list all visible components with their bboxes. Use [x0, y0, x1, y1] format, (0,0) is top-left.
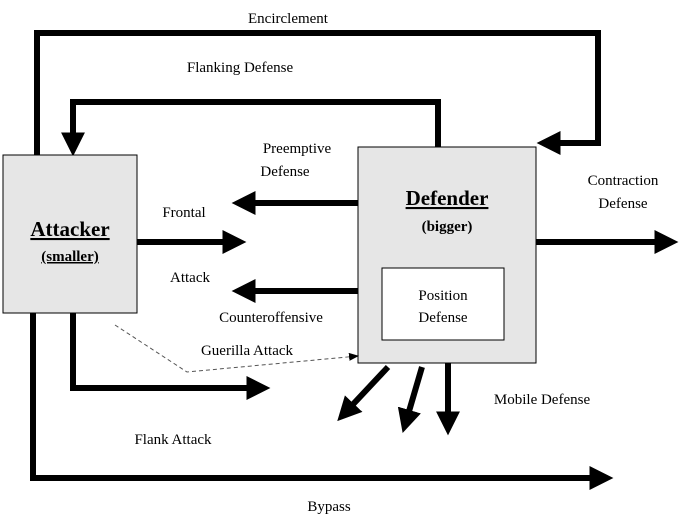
defender-subtitle: (bigger): [422, 219, 473, 235]
position-defense-line2: Defense: [418, 310, 467, 326]
flank-attack-arrow: [70, 313, 271, 400]
label-attack: Attack: [170, 270, 210, 286]
attacker-box: [2, 154, 138, 314]
label-preemptive-line2: Defense: [260, 164, 309, 180]
label-contraction-line1: Contraction: [588, 173, 659, 189]
bypass-arrow: [30, 313, 614, 490]
flanking-defense-arrow: [61, 99, 441, 157]
label-preemptive-line1: Preemptive: [263, 141, 332, 157]
label-contraction-line2: Defense: [598, 196, 647, 212]
attacker-subtitle: (smaller): [41, 249, 98, 265]
attacker-title: Attacker: [30, 217, 109, 241]
label-counteroffensive: Counteroffensive: [219, 310, 323, 326]
encirclement-arrow: [34, 30, 601, 155]
guerilla-attack-arrow: [114, 324, 359, 373]
label-flanking-defense: Flanking Defense: [187, 60, 294, 76]
label-frontal: Frontal: [162, 205, 205, 221]
position-defense-box: [381, 267, 505, 341]
defender-title: Defender: [406, 186, 489, 210]
mobile-defense-arrow-2: [397, 366, 425, 434]
label-encirclement: Encirclement: [248, 11, 329, 27]
position-defense-line1: Position: [418, 288, 468, 304]
label-mobile-defense: Mobile Defense: [494, 392, 591, 408]
mobile-defense-arrow-1: [337, 364, 391, 422]
label-flank-attack: Flank Attack: [134, 432, 212, 448]
label-bypass: Bypass: [307, 499, 351, 515]
label-guerilla-attack: Guerilla Attack: [201, 343, 294, 359]
